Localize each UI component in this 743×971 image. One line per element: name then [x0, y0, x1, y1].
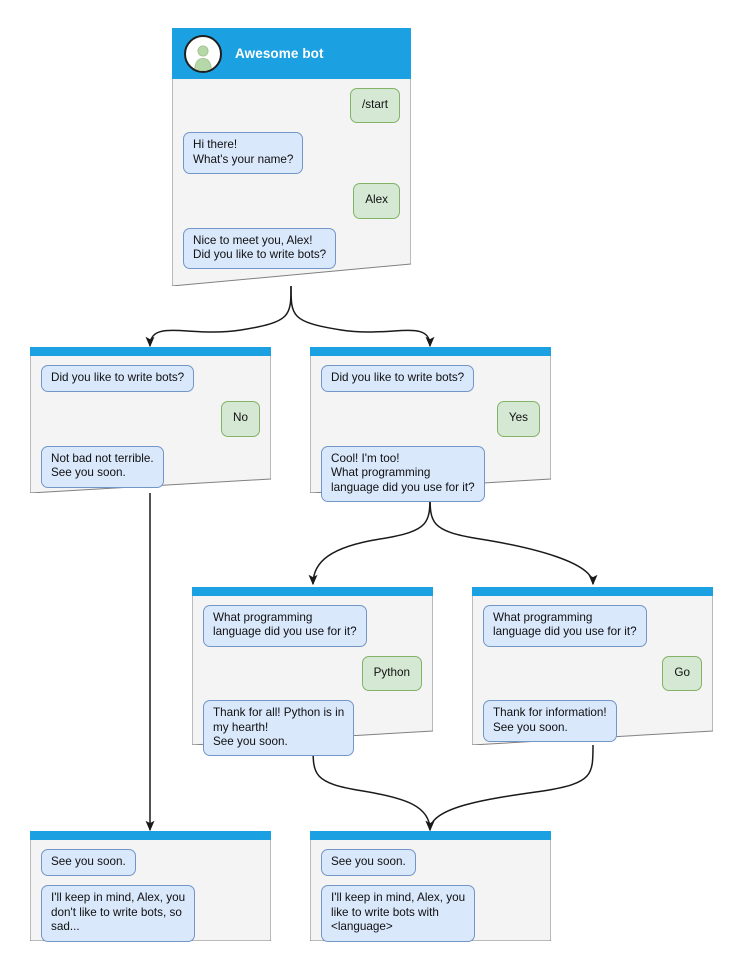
- card-end-happy[interactable]: See you soon. I'll keep in mind, Alex, y…: [310, 831, 551, 942]
- bot-message-bubble: Thank for all! Python is in my hearth! S…: [203, 700, 355, 757]
- card-go-header-bar: [472, 587, 713, 596]
- card-yes-header-bar: [310, 347, 551, 356]
- card-go-messages: What programming language did you use fo…: [472, 596, 713, 752]
- card-no-header-bar: [30, 347, 271, 356]
- message-row: See you soon.: [41, 849, 260, 877]
- message-row: Thank for information! See you soon.: [483, 700, 702, 743]
- card-python-header-bar: [192, 587, 433, 596]
- card-yes-messages: Did you like to write bots? Yes Cool! I'…: [310, 356, 551, 512]
- user-message-bubble: Alex: [353, 183, 400, 219]
- user-message-bubble: /start: [350, 88, 400, 124]
- message-row: See you soon.: [321, 849, 540, 877]
- bot-message-bubble: What programming language did you use fo…: [203, 605, 367, 647]
- user-message-bubble: Go: [662, 655, 702, 692]
- person-glyph: [194, 45, 212, 71]
- message-row: Did you like to write bots?: [41, 365, 260, 393]
- user-message-bubble: Yes: [496, 401, 540, 437]
- user-message-bubble: No: [221, 401, 260, 437]
- message-row: Go: [483, 655, 702, 692]
- user-message-bubble: Python: [361, 655, 422, 692]
- edge-start-to-yes: [290, 285, 435, 348]
- card-end-sad-header-bar: [30, 831, 271, 840]
- card-yes[interactable]: Did you like to write bots? Yes Cool! I'…: [310, 347, 551, 503]
- message-row: Hi there! What's your name?: [183, 132, 400, 175]
- message-row: Not bad not terrible. See you soon.: [41, 445, 260, 488]
- card-start-messages: /start Hi there! What's your name? Alex …: [172, 79, 411, 279]
- edge-go-to-end-happy: [425, 744, 594, 832]
- card-end-sad[interactable]: See you soon. I'll keep in mind, Alex, y…: [30, 831, 271, 942]
- card-no-messages: Did you like to write bots? No Not bad n…: [30, 356, 271, 498]
- bot-message-bubble: See you soon.: [321, 849, 416, 877]
- bot-message-bubble: Did you like to write bots?: [41, 365, 195, 393]
- bot-message-bubble: Not bad not terrible. See you soon.: [41, 445, 164, 488]
- bot-message-bubble: Cool! I'm too! What programming language…: [321, 445, 485, 503]
- card-end-happy-messages: See you soon. I'll keep in mind, Alex, y…: [310, 840, 551, 952]
- bot-message-bubble: What programming language did you use fo…: [483, 605, 647, 647]
- message-row: Yes: [321, 401, 540, 437]
- card-end-sad-messages: See you soon. I'll keep in mind, Alex, y…: [30, 840, 271, 952]
- bot-name-label: Awesome bot: [235, 46, 324, 61]
- card-end-happy-header-bar: [310, 831, 551, 840]
- message-row: I'll keep in mind, Alex, you like to wri…: [321, 885, 540, 942]
- message-row: Did you like to write bots?: [321, 365, 540, 393]
- message-row: Python: [203, 655, 422, 692]
- edge-start-to-no: [145, 285, 292, 348]
- bot-message-bubble: Did you like to write bots?: [321, 365, 475, 393]
- bot-message-bubble: Hi there! What's your name?: [183, 132, 304, 175]
- message-row: /start: [183, 88, 400, 124]
- message-row: I'll keep in mind, Alex, you don't like …: [41, 885, 260, 942]
- card-go[interactable]: What programming language did you use fo…: [472, 587, 713, 745]
- message-row: What programming language did you use fo…: [203, 605, 422, 647]
- card-python[interactable]: What programming language did you use fo…: [192, 587, 433, 757]
- message-row: What programming language did you use fo…: [483, 605, 702, 647]
- message-row: Thank for all! Python is in my hearth! S…: [203, 700, 422, 757]
- card-python-messages: What programming language did you use fo…: [192, 596, 433, 766]
- message-row: Cool! I'm too! What programming language…: [321, 445, 540, 503]
- bot-message-bubble: I'll keep in mind, Alex, you don't like …: [41, 885, 196, 942]
- card-no[interactable]: Did you like to write bots? No Not bad n…: [30, 347, 271, 493]
- bot-message-bubble: I'll keep in mind, Alex, you like to wri…: [321, 885, 476, 942]
- person-avatar-icon: [184, 34, 222, 73]
- card-start-header: Awesome bot: [172, 28, 411, 79]
- message-row: Nice to meet you, Alex! Did you like to …: [183, 227, 400, 270]
- message-row: No: [41, 401, 260, 437]
- card-start[interactable]: Awesome bot /start Hi there! What's your…: [172, 28, 411, 286]
- bot-message-bubble: Nice to meet you, Alex! Did you like to …: [183, 227, 337, 270]
- message-row: Alex: [183, 183, 400, 219]
- bot-message-bubble: See you soon.: [41, 849, 136, 877]
- bot-message-bubble: Thank for information! See you soon.: [483, 700, 617, 743]
